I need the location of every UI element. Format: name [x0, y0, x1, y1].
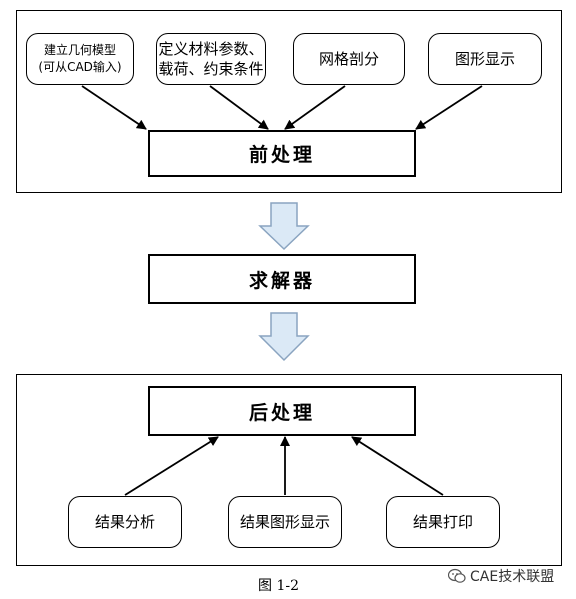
preprocessing-box: 前处理 [148, 130, 416, 177]
solver-label: 求解器 [248, 269, 315, 292]
flow-arrow-down [258, 312, 310, 362]
output-label: 结果打印 [412, 513, 473, 531]
postprocessing-box: 后处理 [148, 386, 416, 436]
preprocessing-label: 前处理 [248, 144, 315, 166]
connector-arrow [415, 85, 483, 130]
connector-arrow [209, 85, 269, 130]
watermark-text: CAE技术联盟 [470, 569, 555, 585]
input-box-material: 定义材料参数、 载荷、约束条件 [156, 33, 266, 85]
connector-arrow [124, 436, 219, 496]
input-box-graphics: 图形显示 [428, 33, 542, 85]
input-label-line2: (可从CAD输入) [38, 60, 122, 74]
input-label: 网格剖分 [318, 50, 379, 68]
output-box-analysis: 结果分析 [68, 496, 182, 548]
input-label-line2: 载荷、约束条件 [158, 60, 264, 78]
flow-arrow-down [258, 202, 310, 251]
output-box-print: 结果打印 [386, 496, 500, 548]
input-label-line1: 建立几何模型 [43, 43, 116, 57]
input-label-line1: 定义材料参数、 [158, 40, 264, 58]
connector-arrow [284, 85, 346, 130]
connector-arrow [351, 436, 444, 496]
output-label: 结果分析 [94, 513, 155, 531]
connector-arrow [81, 85, 147, 130]
input-box-meshing: 网格剖分 [293, 33, 405, 85]
solver-box: 求解器 [148, 254, 416, 304]
wechat-icon [448, 568, 466, 583]
watermark: CAE技术联盟 [448, 566, 554, 586]
postprocessing-label: 后处理 [248, 401, 315, 424]
figure-caption: 图 1-2 [258, 578, 299, 594]
input-label: 图形显示 [454, 50, 515, 68]
output-box-graphics: 结果图形显示 [228, 496, 342, 548]
input-box-geometry: 建立几何模型 (可从CAD输入) [26, 33, 134, 85]
output-label: 结果图形显示 [239, 513, 330, 531]
